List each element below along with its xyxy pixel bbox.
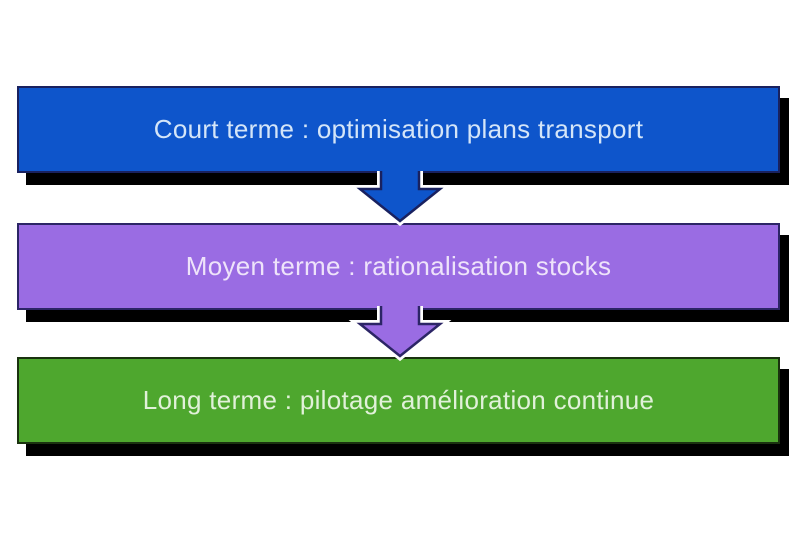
step-box-long-terme: Long terme : pilotage amélioration conti… — [17, 357, 780, 444]
step-box-court-terme: Court terme : optimisation plans transpo… — [17, 86, 780, 173]
step-label-long-terme: Long terme : pilotage amélioration conti… — [142, 385, 655, 415]
step-label-moyen-terme: Moyen terme : rationalisation stocks — [185, 251, 612, 281]
step-label-court-terme: Court terme : optimisation plans transpo… — [153, 114, 644, 144]
step-box-moyen-terme: Moyen terme : rationalisation stocks — [17, 223, 780, 310]
